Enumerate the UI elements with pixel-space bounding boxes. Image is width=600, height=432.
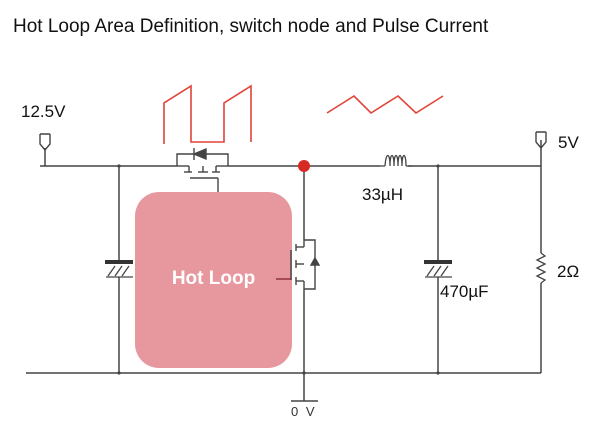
input-terminal-icon xyxy=(39,133,51,152)
high-side-mosfet-icon xyxy=(176,147,229,192)
inductor-label: 33µH xyxy=(362,185,403,204)
low-side-mosfet-icon xyxy=(290,239,321,290)
inductor-icon xyxy=(380,154,412,167)
hot-loop-area xyxy=(135,192,292,368)
switch-node-dot xyxy=(298,160,310,172)
output-voltage-label: 5V xyxy=(558,133,579,152)
ground-label: 0 V xyxy=(291,404,317,419)
load-resistor-label: 2Ω xyxy=(557,262,580,281)
output-capacitor-label: 470µF xyxy=(440,282,489,301)
output-terminal-icon xyxy=(535,131,547,150)
output-capacitor-icon xyxy=(424,260,452,278)
resistor-icon xyxy=(535,252,547,284)
input-voltage-label: 12.5V xyxy=(21,102,66,121)
input-capacitor-icon xyxy=(105,260,133,278)
diagram-title: Hot Loop Area Definition, switch node an… xyxy=(13,16,489,37)
hot-loop-label: Hot Loop xyxy=(171,268,256,289)
switch-node-waveform-icon xyxy=(163,84,252,144)
junction-dots xyxy=(117,164,440,375)
inductor-current-waveform-icon xyxy=(326,94,444,115)
